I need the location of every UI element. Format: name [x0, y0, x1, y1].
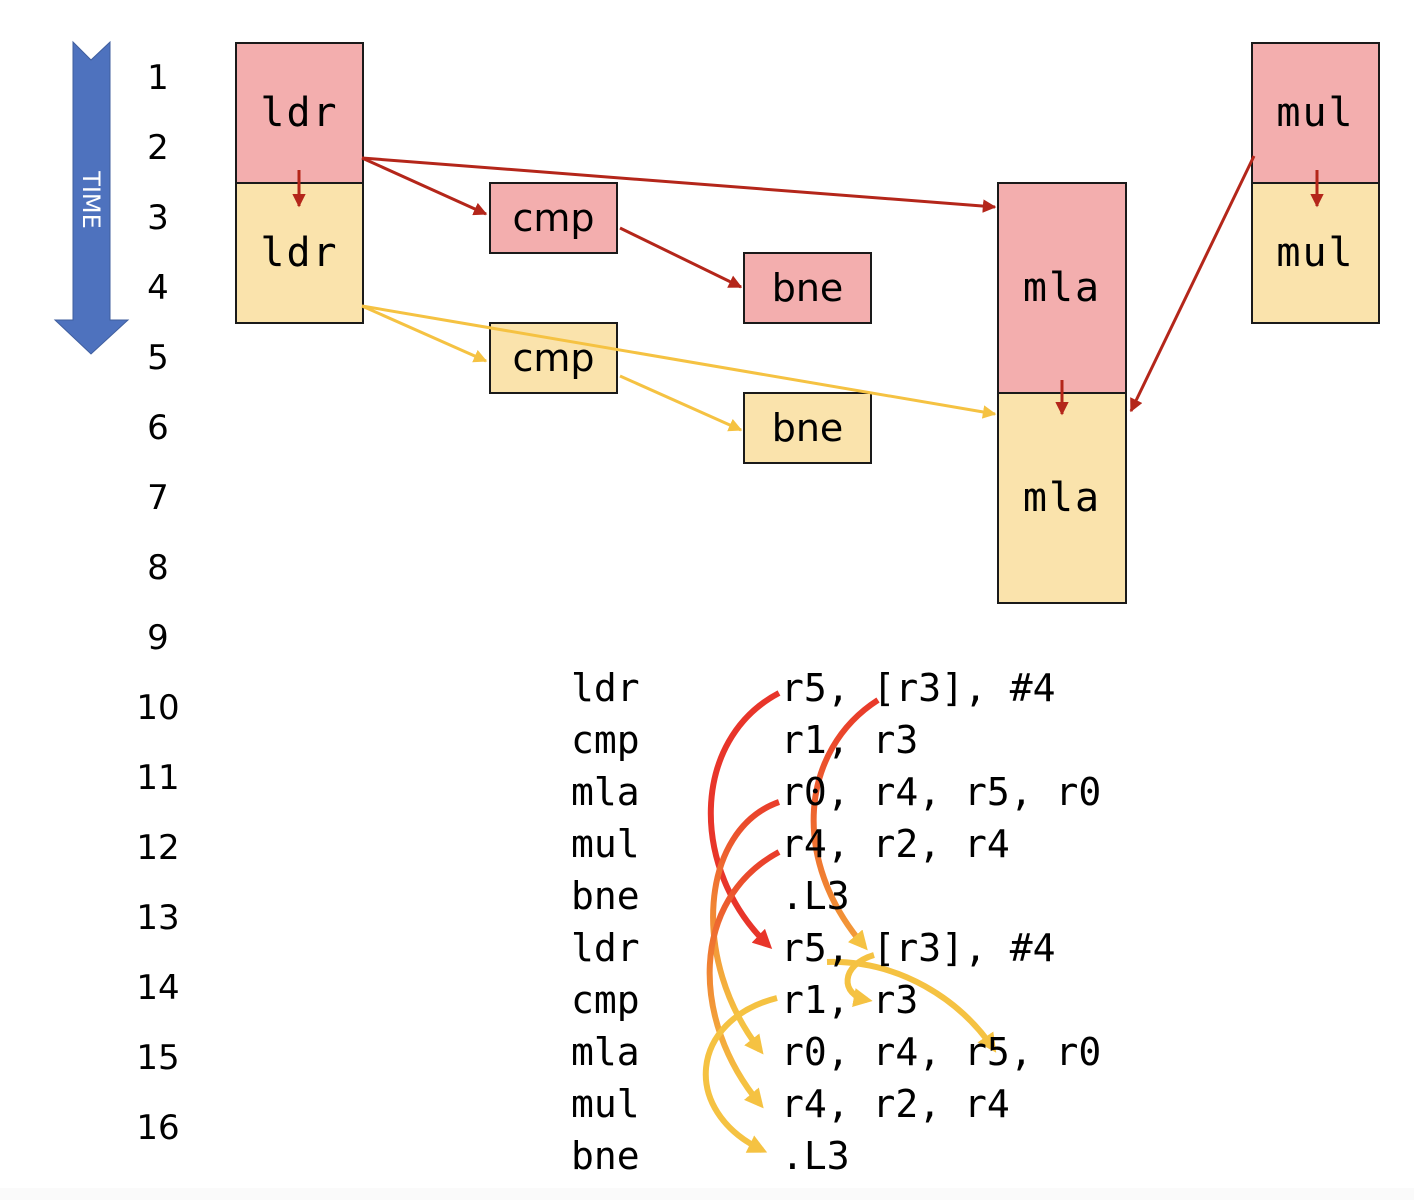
mla-iter1-label: mla: [1022, 265, 1102, 311]
code-mnemonic: mul: [571, 822, 640, 866]
code-mnemonic: mla: [571, 1030, 640, 1074]
cmp-iter1-box: cmp: [489, 182, 618, 254]
code-operands: .L3: [781, 1134, 850, 1178]
code-arrow-r5-ldr-to-ldr: [707, 690, 781, 949]
ldr-iter1-label: ldr: [260, 90, 339, 136]
cmp2-to-bne2-arrow: [619, 374, 743, 432]
code-operands: r5, [r3], #4: [781, 926, 1056, 970]
mla-iter2-label: mla: [1022, 475, 1102, 521]
code-mnemonic: ldr: [571, 926, 640, 970]
time-tick: 14: [136, 968, 180, 1008]
code-mnemonic: ldr: [571, 666, 640, 710]
ldr-iter2-label: ldr: [260, 230, 339, 276]
code-mnemonic: bne: [571, 1134, 640, 1178]
code-mnemonic: cmp: [571, 718, 640, 762]
cmp-iter2-box: cmp: [489, 322, 618, 394]
code-mnemonic: mla: [571, 770, 640, 814]
code-arrow-r3-ldr-to-cmp: [844, 952, 875, 1007]
time-tick: 6: [147, 408, 169, 448]
time-tick: 11: [136, 758, 180, 798]
code-arrow-cmp-to-bne: [702, 995, 778, 1153]
mla-iter1-box: mla: [997, 182, 1127, 393]
bne-iter2-label: bne: [771, 406, 844, 450]
mla-iter2-box: mla: [997, 393, 1127, 604]
code-arrow-r4-mul-to-mul: [706, 849, 781, 1109]
bne-iter2-box: bne: [743, 392, 872, 464]
code-operands: r4, r2, r4: [781, 822, 1010, 866]
code-operands: .L3: [781, 874, 850, 918]
time-tick: 13: [136, 898, 180, 938]
time-tick: 2: [147, 128, 169, 168]
bne-iter1-label: bne: [771, 266, 844, 310]
time-tick: 5: [147, 338, 169, 378]
code-operands: r4, r2, r4: [781, 1082, 1010, 1126]
code-arrow-r3-ldr-to-ldr: [810, 697, 880, 951]
time-tick: 12: [136, 828, 180, 868]
cmp-iter1-label: cmp: [512, 196, 595, 240]
mul1-to-mla2-arrow: [1129, 155, 1256, 413]
ldr1-to-mla1-arrow: [361, 156, 997, 213]
time-tick: 15: [136, 1038, 180, 1078]
code-operands: r0, r4, r5, r0: [781, 770, 1102, 814]
code-operands: r1, r3: [781, 978, 919, 1022]
mul-iter2-label: mul: [1276, 230, 1355, 276]
time-tick: 9: [147, 618, 169, 658]
bne-iter1-box: bne: [743, 252, 872, 324]
code-arrow-r5-ldr-to-mla: [826, 958, 997, 1053]
ldr2-to-cmp2-arrow: [361, 304, 488, 363]
bottom-strip: [0, 1188, 1414, 1200]
time-tick: 8: [147, 548, 169, 588]
time-tick: 16: [136, 1108, 180, 1148]
code-mnemonic: cmp: [571, 978, 640, 1022]
time-tick: 3: [147, 198, 169, 238]
code-mnemonic: mul: [571, 1082, 640, 1126]
code-mnemonic: bne: [571, 874, 640, 918]
code-operands: r5, [r3], #4: [781, 666, 1056, 710]
code-operands: r1, r3: [781, 718, 919, 762]
time-tick: 4: [147, 268, 169, 308]
ldr1-to-cmp1-arrow: [361, 156, 488, 216]
code-arrow-r0-mla-to-mla: [710, 799, 781, 1055]
ldr2-to-mla2-arrow: [361, 304, 997, 419]
mul-iter1-box: mul: [1251, 42, 1380, 183]
cmp1-to-bne1-arrow: [619, 226, 743, 289]
ldr-iter1-box: ldr: [235, 42, 364, 183]
time-tick: 1: [147, 58, 169, 98]
time-tick: 10: [136, 688, 180, 728]
code-operands: r0, r4, r5, r0: [781, 1030, 1102, 1074]
time-tick: 7: [147, 478, 169, 518]
mul-iter1-label: mul: [1276, 90, 1355, 136]
time-arrow: [53, 40, 130, 355]
